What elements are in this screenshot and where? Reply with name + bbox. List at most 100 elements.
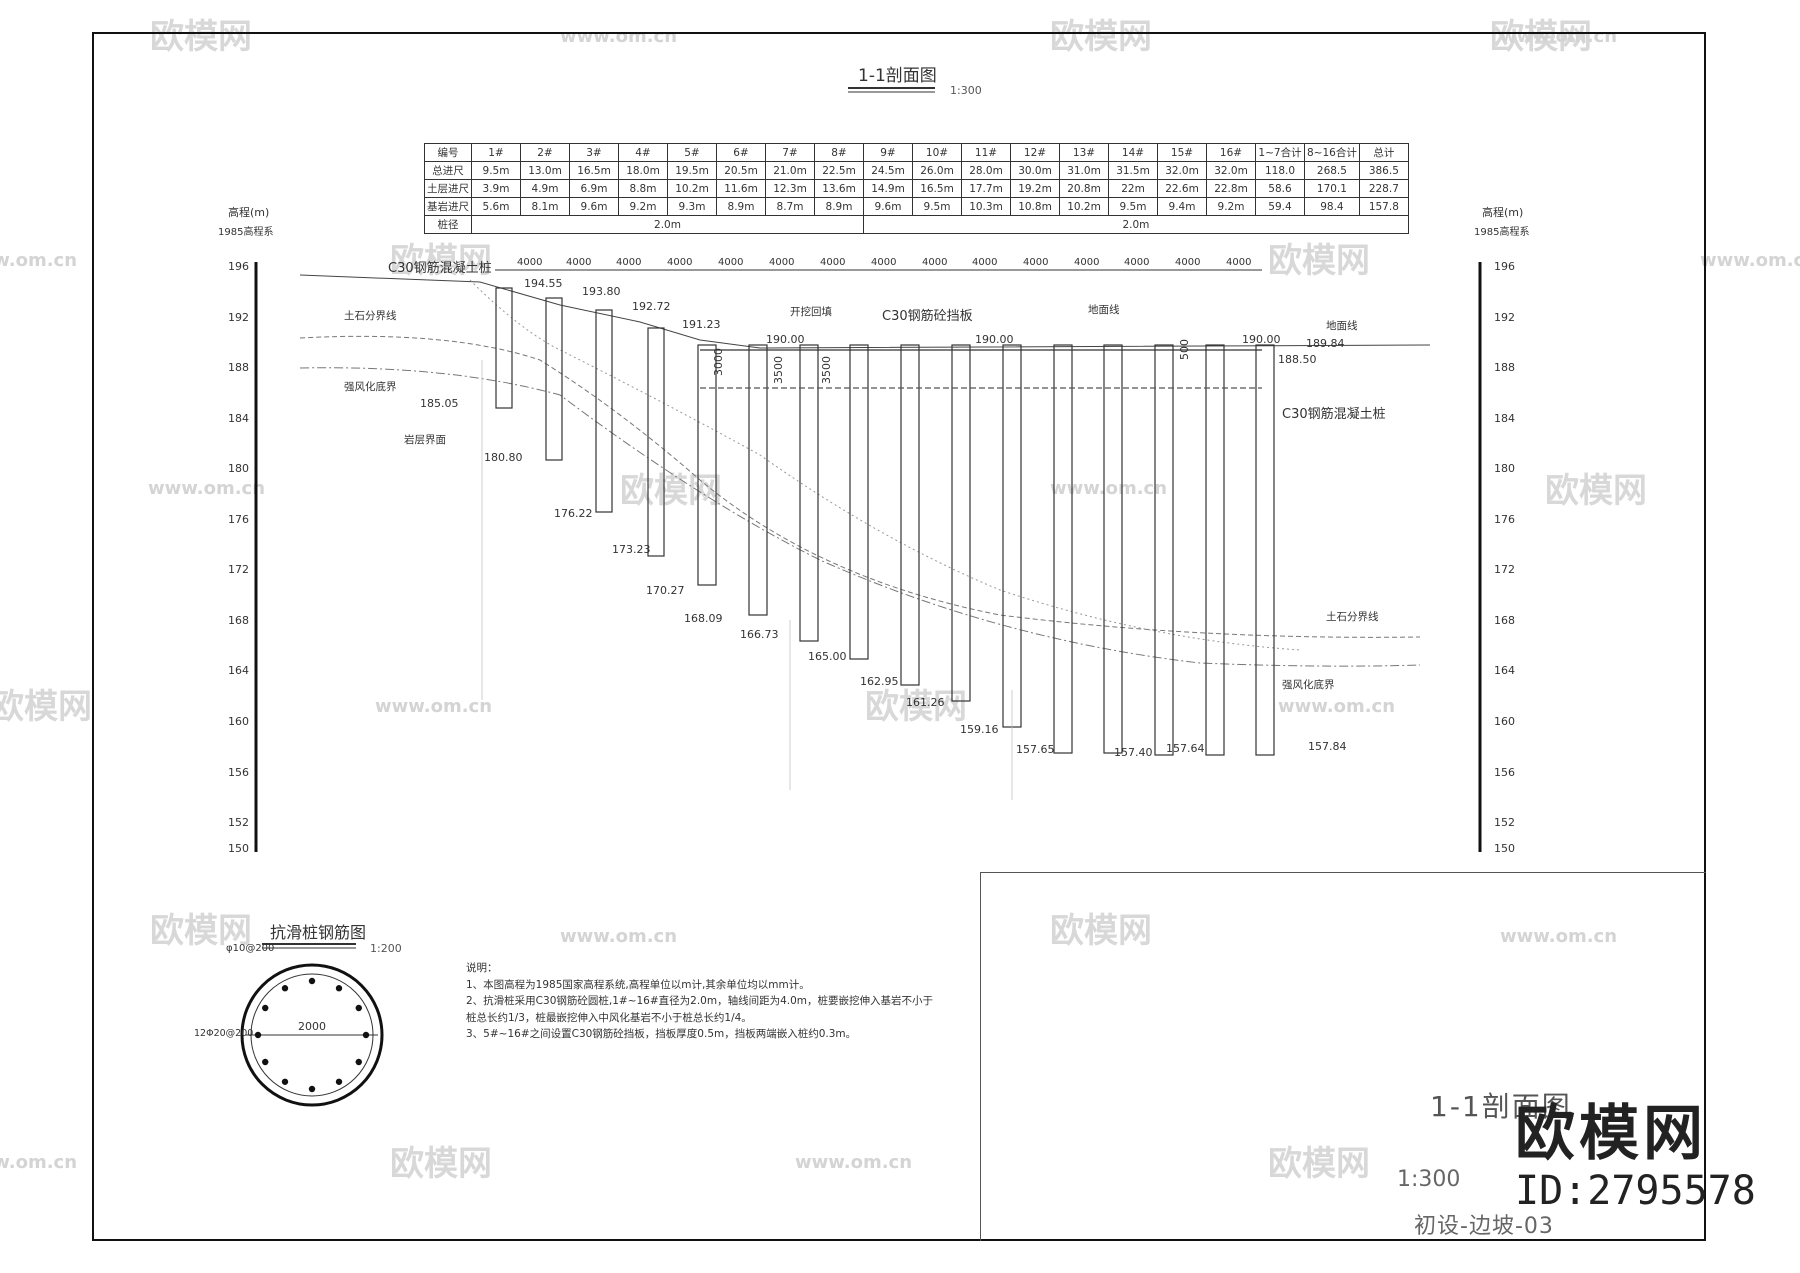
axis-tick: 156 (228, 766, 249, 779)
table-cell: 11.6m (716, 179, 766, 198)
pile-5 (697, 344, 717, 586)
geology-lines (299, 274, 1431, 667)
watermark-text: 欧模网 (1050, 911, 1152, 951)
brand-logo-text: 欧模网 (1515, 1099, 1707, 1169)
axis-tick: 164 (228, 664, 249, 677)
spacing-label: 4000 (566, 257, 591, 268)
title-block-title: 1-1剖面图 (1430, 1090, 1572, 1123)
weathered-label-right: 强风化底界 (1282, 678, 1335, 691)
title-block-code: 初设-边坡-03 (1414, 1214, 1554, 1239)
rebar-dot (355, 1004, 362, 1012)
pile-3 (595, 309, 613, 513)
watermark-url: www.om.cn (375, 696, 492, 717)
axis-tick: 192 (1494, 311, 1515, 324)
table-header-cell: 10# (912, 143, 962, 162)
elev-top: 194.55 (524, 277, 563, 290)
pile-14 (1154, 344, 1174, 756)
rebar-main: 12Φ20@200 (194, 1028, 253, 1039)
elev-bottom: 176.22 (554, 507, 593, 520)
axis-tick: 168 (228, 614, 249, 627)
table-row: 桩径 2.0m 2.0m (424, 215, 1409, 234)
table-cell: 19.2m (1010, 179, 1060, 198)
pile-15 (1205, 344, 1225, 756)
table-cell: 8.9m (716, 197, 766, 216)
elev-bottom: 159.16 (960, 723, 999, 736)
elev-bottom: 180.80 (484, 451, 523, 464)
rebar-dot (335, 985, 343, 992)
spacing-label: 4000 (922, 257, 947, 268)
rebar-title: 抗滑桩钢筋图 (270, 923, 366, 942)
rock-boundary-line (469, 279, 1301, 651)
weathered-label-left: 强风化底界 (344, 380, 397, 393)
axis-tick: 152 (1494, 816, 1515, 829)
pile-16 (1255, 344, 1275, 756)
rebar-diameter: 2000 (298, 1020, 326, 1033)
axis-title: 高程(m) (1482, 205, 1523, 219)
dim-3500-a: 3500 (772, 356, 785, 384)
ground-line (299, 274, 1431, 349)
watermark-url: www.om.cn (1500, 26, 1617, 47)
pile-9 (900, 344, 920, 686)
elev-bottom: 161.26 (906, 696, 945, 709)
spacing-label: 4000 (1175, 257, 1200, 268)
rebar-dot (262, 1058, 269, 1066)
rebar-dot (254, 1031, 262, 1039)
elev-bottom: 170.27 (646, 584, 685, 597)
watermark-text: 欧模网 (1490, 17, 1592, 57)
watermark-url: www.om.cn (0, 250, 77, 271)
title-block (980, 872, 1706, 1241)
spacing-label: 4000 (1124, 257, 1149, 268)
table-cell: 总进尺 (424, 161, 472, 180)
watermark-url: www.om.cn (1278, 696, 1395, 717)
spacing-label: 4000 (616, 257, 641, 268)
elev-bottom: 168.09 (684, 612, 723, 625)
axis-tick: 152 (228, 816, 249, 829)
spacing-label: 4000 (1226, 257, 1251, 268)
drawing-frame (92, 32, 1706, 1241)
axis-tick: 184 (1494, 412, 1515, 425)
axis-tick: 188 (228, 361, 249, 374)
watermark-text: 欧模网 (390, 1144, 492, 1184)
table-cell: 6.9m (569, 179, 619, 198)
rebar-dot (262, 1004, 269, 1012)
pile-label-right: C30钢筋混凝土桩 (1282, 406, 1386, 422)
table-header-cell: 1~7合计 (1255, 143, 1305, 162)
watermark-url: www.om.cn (1700, 250, 1800, 271)
pile-1 (495, 287, 513, 409)
table-cell: 58.6 (1255, 179, 1305, 198)
elev-bottom: 165.00 (808, 650, 847, 663)
elev-top: 189.84 (1306, 337, 1345, 350)
pile-6 (748, 344, 768, 616)
watermark-url: www.om.cn (0, 1152, 77, 1173)
pile-section-outer (240, 963, 384, 1107)
table-cell: 30.0m (1010, 161, 1060, 180)
watermark-text: 欧模网 (1050, 17, 1152, 57)
soil-rock-label-left: 土石分界线 (344, 309, 397, 322)
spacing-label: 4000 (718, 257, 743, 268)
section-title: 1-1剖面图 (858, 66, 937, 86)
rebar-dot (281, 985, 289, 992)
elev-bottom: 173.23 (612, 543, 651, 556)
watermark-text: 欧模网 (390, 241, 492, 281)
rock-hatch (481, 360, 1013, 800)
table-cell: 20.5m (716, 161, 766, 180)
elev-bottom: 157.65 (1016, 743, 1055, 756)
table-cell: 22.6m (1157, 179, 1207, 198)
axis-tick: 172 (228, 563, 249, 576)
right-elevation-axis: 高程(m) 1985高程系 196 192 188 184 180 176 17… (1474, 205, 1529, 855)
rebar-dot (281, 1078, 289, 1085)
pile-2 (545, 297, 563, 461)
table-cell: 12.3m (765, 179, 815, 198)
pile-4 (647, 327, 665, 557)
axis-tick: 196 (228, 260, 249, 273)
section-scale: 1:300 (950, 84, 982, 97)
rebar-dots (254, 977, 370, 1093)
table-cell: 386.5 (1358, 161, 1409, 180)
spacing-label: 4000 (871, 257, 896, 268)
watermark-text: 欧模网 (620, 471, 722, 511)
title-block-scale: 1:300 (1397, 1167, 1461, 1192)
